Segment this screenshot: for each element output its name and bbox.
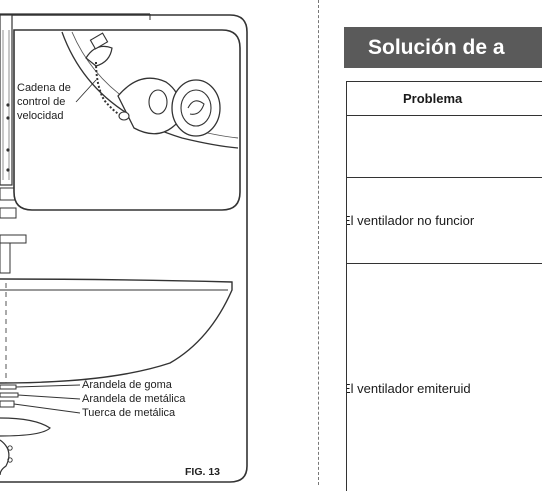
dashed-divider <box>318 0 319 485</box>
installation-figure: Cadena de control de velocidad Arandela … <box>0 13 248 483</box>
row-divider <box>347 263 542 264</box>
fan-assembly-drawing <box>0 13 248 483</box>
row-divider <box>347 177 542 178</box>
metal-washer-label: Arandela de metálica <box>82 393 186 405</box>
table-row-problem-1: El ventilador no funcior <box>346 213 475 228</box>
troubleshooting-table: Problema El ventilador no funcior El ven… <box>346 81 542 491</box>
table-row-problem-2: El ventilador emiteruid <box>346 381 471 396</box>
speed-chain-label-line-1: Cadena de <box>17 82 71 94</box>
problem-column-header: Problema <box>347 82 542 116</box>
rubber-washer-label: Arandela de goma <box>82 379 172 391</box>
speed-chain-label-line-2: control de <box>17 96 66 108</box>
metal-nut-label: Tuerca de metálica <box>82 407 176 419</box>
speed-chain-label-line-3: velocidad <box>17 110 64 122</box>
troubleshooting-title: Solución de a <box>344 27 542 68</box>
figure-label: FIG. 13 <box>185 466 221 478</box>
